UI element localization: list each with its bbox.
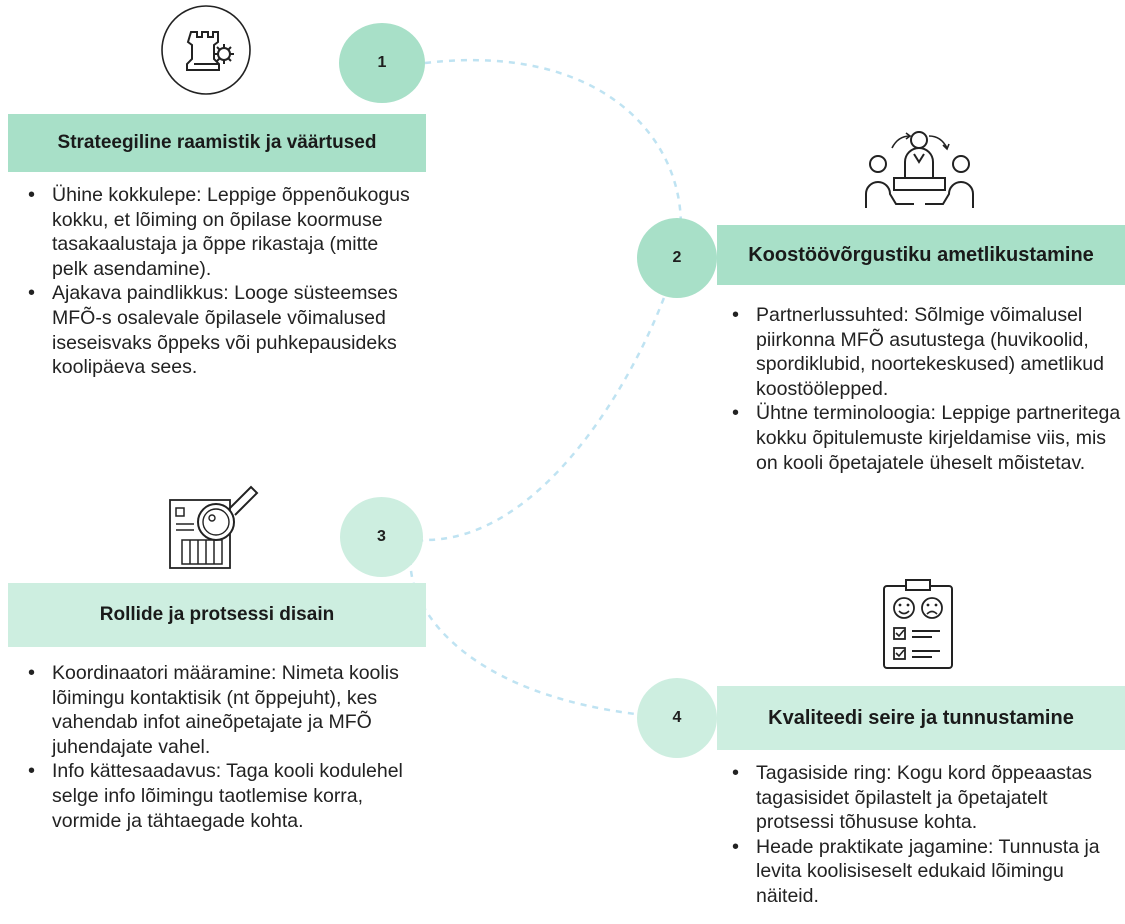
step-4-title: Kvaliteedi seire ja tunnustamine (768, 706, 1074, 729)
step-2-number-circle: 2 (637, 218, 717, 298)
list-item: Heade praktikate jagamine: Tunnusta ja l… (730, 835, 1122, 909)
step-4-number: 4 (672, 709, 682, 726)
step-2-title-band: Koostöövõrgustiku ametlikustamine (717, 225, 1125, 285)
step-4-title-band: Kvaliteedi seire ja tunnustamine (717, 686, 1125, 750)
feedback-clipboard-icon (880, 576, 956, 672)
chess-rook-gear-icon (160, 4, 252, 96)
step-1-number: 1 (377, 54, 387, 71)
list-item: Ühtne terminoloogia: Leppige partneriteg… (730, 401, 1122, 475)
list-item: Tagasiside ring: Kogu kord õppeaastas ta… (730, 761, 1122, 835)
step-1-number-circle: 1 (339, 23, 425, 103)
step-3-number: 3 (377, 528, 386, 545)
step-1-title-band: Strateegiline raamistik ja väärtused (8, 114, 426, 172)
list-item: Partnerlussuhted: Sõlmige võimalusel pii… (730, 303, 1122, 401)
step-3-title: Rollide ja protsessi disain (99, 604, 335, 625)
list-item: Info kättesaadavus: Taga kooli kodulehel… (26, 759, 416, 833)
step-3-bullet-list: Koordinaatori määramine: Nimeta koolis l… (26, 661, 416, 833)
list-item: Ühine kokkulepe: Leppige õppenõukogus ko… (26, 183, 416, 281)
step-2-bullet-list: Partnerlussuhted: Sõlmige võimalusel pii… (730, 303, 1122, 475)
step-1-title: Strateegiline raamistik ja väärtused (57, 132, 377, 153)
step-2-title: Koostöövõrgustiku ametlikustamine (748, 243, 1094, 266)
list-item: Ajakava paindlikkus: Looge süsteemses MF… (26, 281, 416, 379)
step-1-bullet-list: Ühine kokkulepe: Leppige õppenõukogus ko… (26, 183, 416, 380)
step-4-bullet-list: Tagasiside ring: Kogu kord õppeaastas ta… (730, 761, 1122, 909)
list-item: Koordinaatori määramine: Nimeta koolis l… (26, 661, 416, 759)
step-4-number-circle: 4 (637, 678, 717, 758)
step-2-number: 2 (672, 249, 682, 266)
magnifier-document-icon (168, 484, 260, 572)
step-3-number-circle: 3 (340, 497, 423, 577)
step-3-title-band: Rollide ja protsessi disain (8, 583, 426, 647)
team-meeting-icon (862, 128, 977, 213)
